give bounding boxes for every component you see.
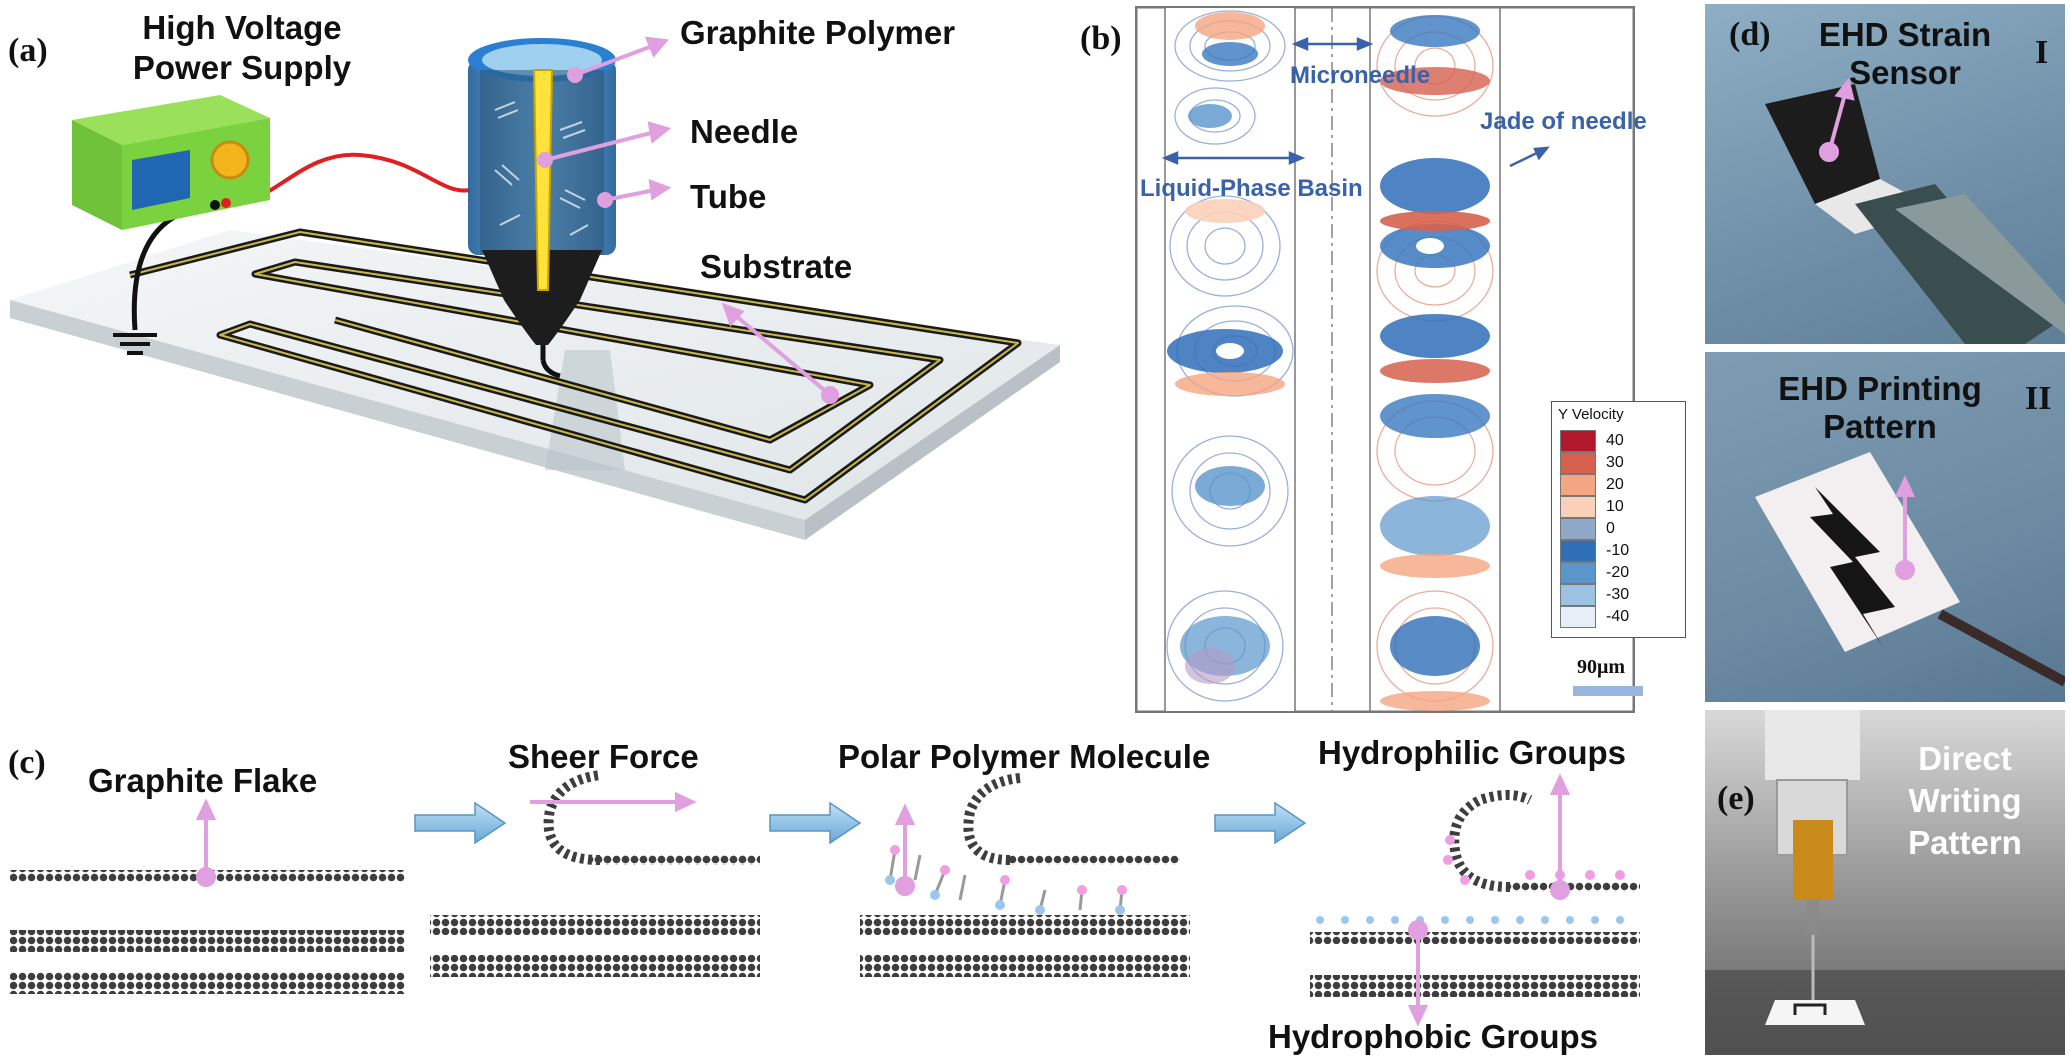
direct-writing-photo [1705, 710, 2065, 1055]
microneedle-label: Microneedle [1290, 62, 1431, 89]
hydrophilic-label: Hydrophilic Groups [1318, 734, 1627, 771]
right-basin-flow [1376, 15, 1494, 711]
power-supply-box [72, 95, 270, 230]
power-supply-label: High Voltage Power Supply [92, 8, 392, 88]
panel-a: (a) High Voltage Power Supply Graphite P… [0, 0, 1075, 545]
legend-row: 40 [1560, 430, 1629, 452]
legend-row: -20 [1560, 562, 1629, 584]
direct-writing-line-1: Direct [1918, 740, 2012, 777]
legend-swatch [1560, 474, 1596, 496]
legend-row: 10 [1560, 496, 1629, 518]
legend-value: -20 [1606, 564, 1630, 581]
liquid-phase-basin-label: Liquid-Phase Basin [1140, 175, 1363, 202]
legend-row: 20 [1560, 474, 1629, 496]
scale-bar [1573, 686, 1643, 696]
direct-writing-label: Direct Writing Pattern [1880, 738, 2050, 864]
legend-row: 30 [1560, 452, 1629, 474]
printing-pattern-line-2: Pattern [1823, 408, 1937, 445]
panel-e-label: (e) [1717, 780, 1755, 817]
panel-b-label: (b) [1080, 20, 1122, 57]
legend-swatch [1560, 430, 1596, 452]
legend-swatch [1560, 562, 1596, 584]
panel-c: (c) [0, 720, 1700, 1061]
velocity-legend: Y Velocity 40 30 20 10 0 -10 -20 -30 -40 [1551, 401, 1686, 638]
legend-value: 30 [1606, 454, 1624, 471]
legend-row: -40 [1560, 606, 1629, 628]
legend-row: -30 [1560, 584, 1629, 606]
graphite-sheets-stage-4 [1310, 790, 1640, 997]
legend-value: -40 [1606, 608, 1630, 625]
sheer-force-label: Sheer Force [508, 738, 699, 775]
panel-c-arrows [195, 773, 1571, 1027]
direct-writing-line-2: Writing [1908, 782, 2022, 819]
strain-sensor-line-2: Sensor [1849, 54, 1961, 91]
legend-value: -30 [1606, 586, 1630, 603]
ground-icon [113, 333, 157, 355]
strain-sensor-line-1: EHD Strain [1818, 16, 1992, 53]
printing-pattern-line-1: EHD Printing [1778, 370, 1982, 407]
substrate-label: Substrate [700, 248, 853, 285]
polar-polymer-label: Polar Polymer Molecule [838, 738, 1211, 775]
legend-swatch [1560, 540, 1596, 562]
graphite-polymer-label: Graphite Polymer [680, 14, 956, 51]
printing-pattern-photo [1755, 452, 2065, 687]
legend-swatch [1560, 606, 1596, 628]
legend-row: 0 [1560, 518, 1629, 540]
left-basin-flow [1165, 8, 1295, 711]
jade-of-needle-label: Jade of needle [1480, 108, 1647, 135]
strain-sensor-label: EHD Strain Sensor [1805, 16, 2005, 92]
legend-swatch [1560, 496, 1596, 518]
panel-d-2: II EHD Printing Pattern [1705, 352, 2065, 702]
needle-label: Needle [690, 113, 799, 150]
legend-value: 0 [1606, 520, 1615, 537]
legend-swatch [1560, 584, 1596, 606]
legend-row: -10 [1560, 540, 1629, 562]
panel-d-label: (d) [1729, 16, 1771, 53]
legend-swatch [1560, 518, 1596, 540]
graphite-sheets-stage-1 [10, 870, 405, 994]
panel-a-label: (a) [8, 32, 48, 69]
process-arrows [414, 801, 1307, 845]
legend-rows: 40 30 20 10 0 -10 -20 -30 -40 [1560, 430, 1629, 628]
graphite-sheets-stage-3 [860, 773, 1190, 977]
legend-swatch [1560, 452, 1596, 474]
panel-c-illustration [10, 770, 1640, 1027]
panel-a-arrows [537, 36, 839, 404]
panel-d-1: (d) I EHD Strain Sensor [1705, 4, 2065, 344]
roman-numeral-2: II [2025, 380, 2052, 417]
hydrophobic-label: Hydrophobic Groups [1268, 1018, 1598, 1055]
legend-value: 40 [1606, 432, 1624, 449]
roman-numeral-1: I [2035, 34, 2049, 71]
legend-value: -10 [1606, 542, 1630, 559]
panel-a-illustration [10, 36, 1060, 540]
panel-c-label: (c) [8, 744, 46, 781]
graphite-flake-label: Graphite Flake [88, 762, 318, 799]
strain-sensor-photo [1765, 77, 2065, 344]
panel-e: (e) Direct Writing Pattern [1705, 710, 2065, 1055]
panel-b: (b) [1075, 0, 1700, 715]
direct-writing-line-3: Pattern [1908, 824, 2022, 861]
printing-pattern-label: EHD Printing Pattern [1760, 370, 2000, 446]
tube-label: Tube [690, 178, 767, 215]
legend-title: Y Velocity [1558, 406, 1624, 423]
power-supply-line-1: High Voltage [142, 9, 342, 46]
scale-bar-label: 90μm [1577, 656, 1625, 678]
legend-value: 20 [1606, 476, 1624, 493]
power-supply-line-2: Power Supply [132, 49, 352, 86]
legend-value: 10 [1606, 498, 1624, 515]
graphite-sheets-stage-2 [430, 770, 760, 977]
